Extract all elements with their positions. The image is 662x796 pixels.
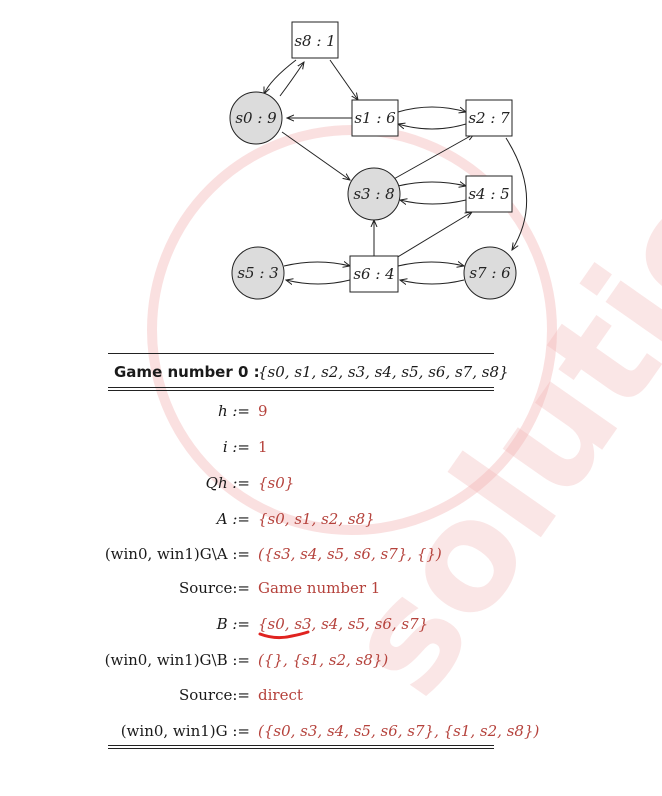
node-s7 — [463, 246, 517, 300]
node-s6 — [349, 255, 399, 293]
row-h-value: 9 — [258, 402, 268, 420]
row-win-g-label: (win0, win1)G := — [120, 722, 250, 740]
bottom-double-rule-1 — [108, 745, 494, 746]
top-rule — [108, 353, 494, 354]
edge-s5-s6 — [283, 262, 350, 266]
edge-s8-s1 — [329, 59, 358, 100]
bottom-double-rule-2 — [108, 748, 494, 749]
row-i-label: i := — [222, 438, 250, 456]
node-label-s2: s2 : 7 — [468, 109, 510, 127]
table-row: (win0, win1)G\B := ({}, {s1, s2, s8}) — [104, 649, 494, 673]
edge-s3-s2 — [391, 134, 474, 181]
node-s4 — [465, 175, 513, 213]
node-label-s6: s6 : 4 — [353, 265, 394, 283]
row-b-label: B := — [216, 615, 250, 633]
row-a-value: {s0, s1, s2, s8} — [258, 510, 375, 528]
row-b-value: {s0, s3, s4, s5, s6, s7} — [258, 615, 429, 633]
row-win-ga-value: ({s3, s4, s5, s6, s7}, {}) — [258, 545, 442, 563]
row-h-label: h := — [217, 402, 250, 420]
node-label-s0: s0 : 9 — [235, 109, 277, 127]
edge-s8-s0 — [264, 59, 297, 94]
edge-s0-s3 — [281, 131, 350, 180]
game-number-label: Game number 0 : — [114, 363, 260, 381]
row-win-gb-label: (win0, win1)G\B := — [104, 651, 250, 669]
row-win-gb-value: ({}, {s1, s2, s8}) — [258, 651, 389, 669]
header-double-rule-2 — [108, 390, 494, 391]
edge-s7-s6 — [400, 280, 465, 284]
row-i-value: 1 — [258, 438, 268, 456]
row-a-label: A := — [216, 510, 250, 528]
table-row: Source:= Game number 1 — [108, 577, 494, 601]
row-source-1-label: Source:= — [178, 579, 250, 597]
edge-s2-s1 — [398, 124, 467, 130]
row-win-ga-label: (win0, win1)G\A := — [104, 545, 250, 563]
node-s2 — [465, 99, 513, 137]
table-row: (win0, win1)G := ({s0, s3, s4, s5, s6, s… — [108, 720, 540, 744]
row-source-2-label: Source:= — [178, 686, 250, 704]
row-source-2-value: direct — [258, 686, 303, 704]
table-row: A := {s0, s1, s2, s8} — [108, 508, 494, 532]
table-header: Game number 0 : {s0, s1, s2, s3, s4, s5,… — [108, 361, 509, 385]
edge-s6-s5 — [286, 280, 351, 284]
row-qh-label: Qh := — [205, 474, 250, 492]
table-row: i := 1 — [108, 436, 494, 460]
row-win-g-value: ({s0, s3, s4, s5, s6, s7}, {s1, s2, s8}) — [258, 722, 540, 740]
edge-s3-s4 — [397, 182, 466, 186]
edge-s4-s3 — [400, 200, 467, 204]
node-s1 — [351, 99, 399, 137]
row-qh-value: {s0} — [258, 474, 295, 492]
edge-s0-s8 — [279, 62, 304, 97]
edge-s1-s2 — [397, 106, 466, 112]
handwritten-underline-mark — [258, 630, 310, 640]
node-label-s8: s8 : 1 — [294, 32, 335, 50]
row-source-1-value: Game number 1 — [258, 579, 381, 597]
game-graph: s8 : 1 s0 : 9 s1 : 6 s2 : 7 s3 : 8 s4 : … — [229, 21, 528, 300]
table-row: h := 9 — [108, 400, 494, 424]
node-label-s7: s7 : 6 — [469, 264, 511, 282]
table-row: Qh := {s0} — [108, 472, 494, 496]
edge-s6-s7 — [397, 262, 464, 266]
node-s0 — [229, 91, 283, 145]
game-number-states: {s0, s1, s2, s3, s4, s5, s6, s7, s8} — [258, 363, 509, 381]
node-s5 — [231, 246, 285, 300]
edge-s6-s4 — [395, 212, 472, 259]
table-row: (win0, win1)G\A := ({s3, s4, s5, s6, s7}… — [104, 543, 494, 567]
node-label-s5: s5 : 3 — [237, 264, 278, 282]
node-label-s3: s3 : 8 — [353, 185, 394, 203]
table-row: B := {s0, s3, s4, s5, s6, s7} — [108, 613, 494, 637]
edge-s2-s7 — [505, 137, 528, 250]
table-row: Source:= direct — [108, 684, 494, 708]
node-s3 — [347, 167, 401, 221]
node-s8 — [291, 21, 339, 59]
header-double-rule-1 — [108, 387, 494, 388]
node-label-s1: s1 : 6 — [354, 109, 396, 127]
node-label-s4: s4 : 5 — [468, 185, 509, 203]
